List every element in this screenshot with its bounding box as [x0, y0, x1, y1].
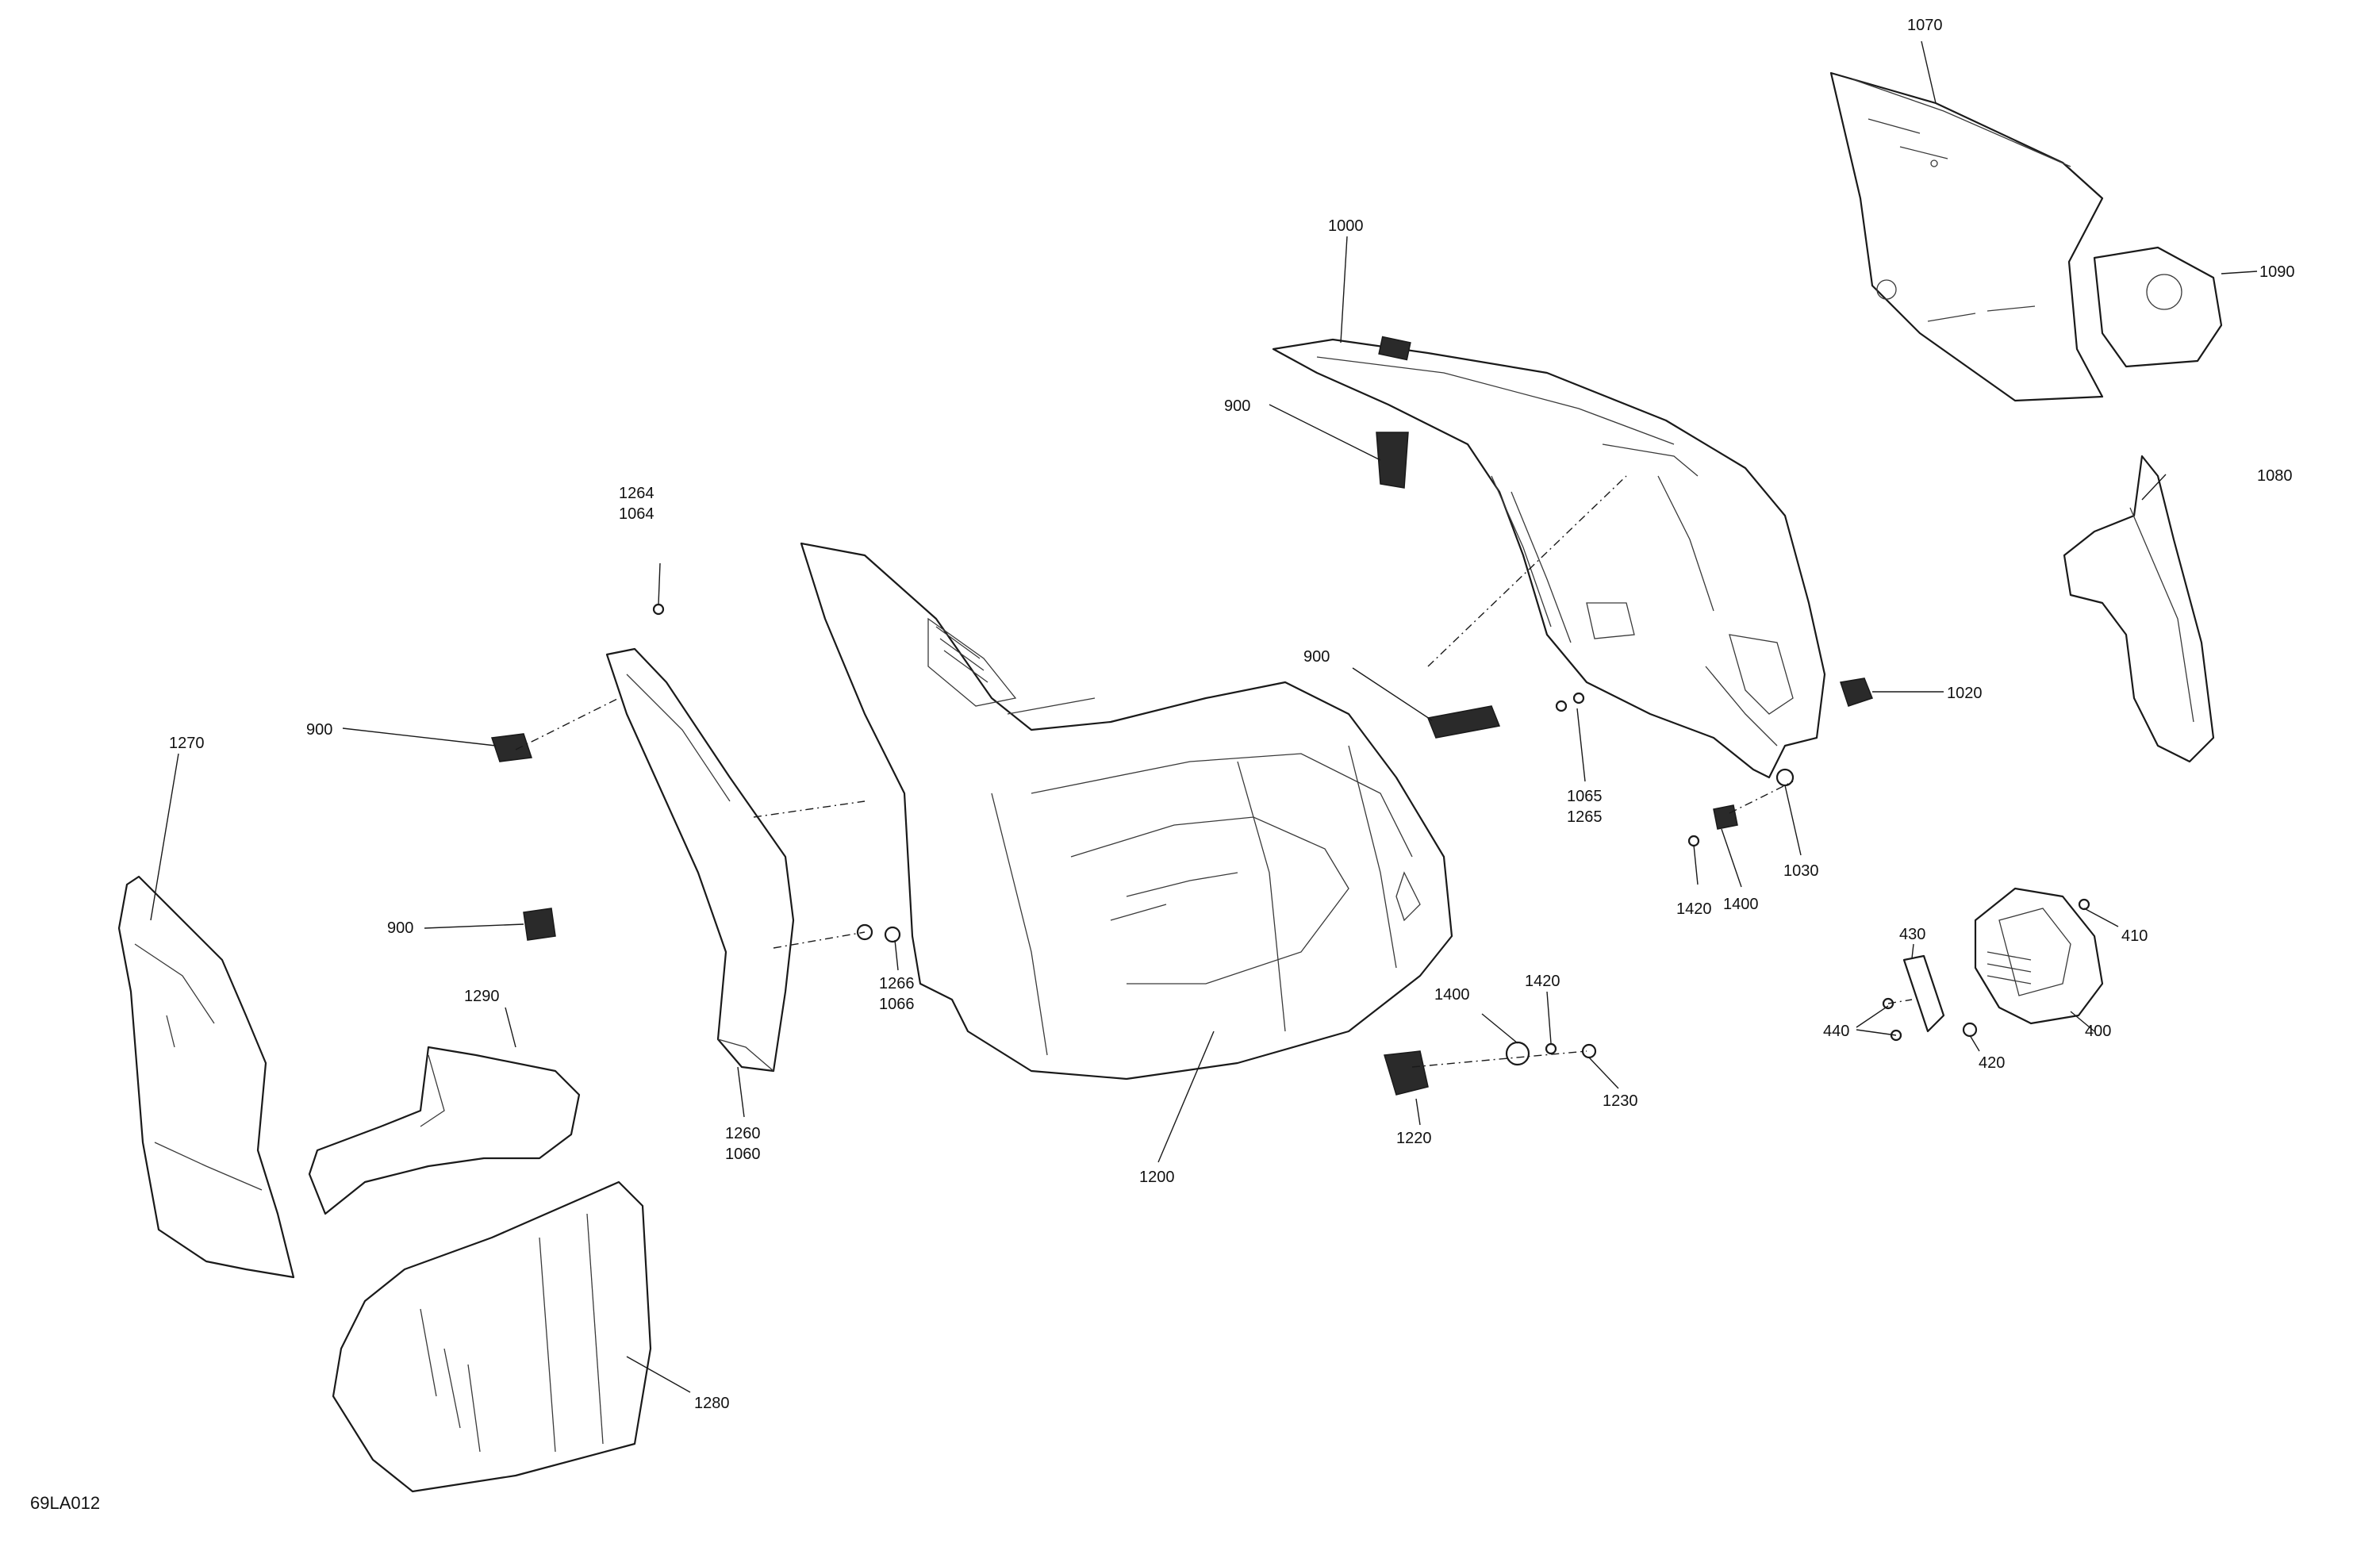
callout-1420-b: 1420 — [1525, 973, 1560, 990]
callout-1290: 1290 — [464, 988, 500, 1005]
callout-900-d: 900 — [387, 919, 413, 937]
part-1260-trim — [605, 647, 795, 1073]
callout-1266: 1266 — [879, 975, 915, 992]
callout-1265: 1265 — [1567, 808, 1603, 826]
part-1090-bracket — [2093, 246, 2223, 368]
figure-id: 69LA012 — [30, 1493, 100, 1513]
part-1400-fastener-a — [1713, 804, 1738, 830]
part-900-clip-c — [490, 733, 533, 762]
callout-400: 400 — [2085, 1023, 2111, 1040]
callout-1260: 1260 — [725, 1125, 761, 1142]
callout-440: 440 — [1823, 1023, 1849, 1040]
part-420-nut — [1962, 1022, 1978, 1038]
part-430-bracket — [1902, 954, 1945, 1033]
callout-1400-b: 1400 — [1434, 986, 1470, 1004]
callout-900-c: 900 — [306, 721, 332, 739]
assembly-lines — [515, 475, 1913, 1068]
part-1264-screw — [652, 603, 665, 616]
part-1200-main-panel — [800, 542, 1453, 1080]
callout-1264: 1264 — [619, 485, 654, 502]
callout-1020: 1020 — [1947, 685, 1983, 702]
callout-1230: 1230 — [1603, 1092, 1638, 1110]
part-900-clip-d — [523, 908, 556, 941]
callout-1270: 1270 — [169, 735, 205, 752]
callout-420: 420 — [1979, 1054, 2005, 1072]
part-1220-clip — [1384, 1050, 1429, 1096]
part-1280-panel — [332, 1180, 652, 1493]
leader-lines — [150, 40, 2258, 1393]
part-1290-pad — [308, 1046, 581, 1215]
callout-1066: 1066 — [879, 996, 915, 1013]
part-1420-screw-b — [1545, 1042, 1557, 1055]
callout-1065: 1065 — [1567, 788, 1603, 805]
callout-1080: 1080 — [2257, 467, 2293, 485]
callout-1280: 1280 — [694, 1395, 730, 1412]
callout-900-b: 900 — [1303, 648, 1330, 666]
callout-1200: 1200 — [1139, 1169, 1175, 1186]
callout-1420-a: 1420 — [1676, 900, 1712, 918]
part-1070-panel — [1829, 71, 2104, 402]
part-1230-washer — [1581, 1043, 1597, 1059]
callout-1400-a: 1400 — [1723, 896, 1759, 913]
part-1020-fastener — [1840, 677, 1873, 707]
callout-410: 410 — [2121, 927, 2148, 945]
part-1270-trim — [117, 875, 295, 1279]
callout-1070: 1070 — [1907, 17, 1943, 34]
part-1080-trim — [2063, 455, 2215, 763]
part-1000-side-panel — [1272, 336, 1826, 779]
part-1266-fastener — [856, 923, 901, 943]
callout-900-a: 900 — [1224, 397, 1250, 415]
part-400-vent-housing — [1974, 887, 2104, 1025]
callout-labels: 1070 1090 1000 1080 1020 1030 1065 1265 … — [169, 17, 2295, 1412]
part-1065-screw — [1555, 692, 1585, 712]
callout-1090: 1090 — [2259, 263, 2295, 281]
callout-1030: 1030 — [1783, 862, 1819, 880]
callout-1064: 1064 — [619, 505, 654, 523]
part-900-clip-b — [1426, 705, 1501, 739]
part-1030-fastener — [1775, 768, 1795, 787]
part-1420-screw-a — [1687, 835, 1700, 847]
part-1400-grommet-b — [1505, 1041, 1530, 1066]
part-410-screw — [2078, 898, 2090, 911]
callout-1000: 1000 — [1328, 217, 1364, 235]
part-900-clip-a — [1376, 432, 1409, 489]
callout-1060: 1060 — [725, 1146, 761, 1163]
callout-1220: 1220 — [1396, 1130, 1432, 1147]
callout-430: 430 — [1899, 926, 1925, 943]
